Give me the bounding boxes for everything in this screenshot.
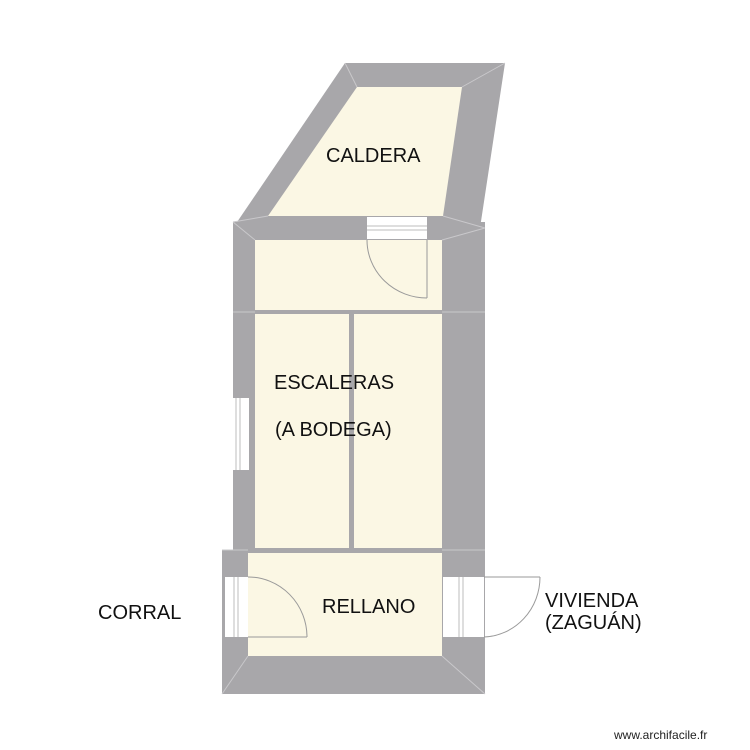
watermark: www.archifacile.fr bbox=[614, 728, 708, 742]
room-label-rellano: RELLANO bbox=[322, 596, 416, 618]
outside-label-corral: CORRAL bbox=[98, 602, 182, 624]
room-label-escaleras: ESCALERAS bbox=[274, 372, 395, 394]
stairs-left-floor bbox=[255, 314, 349, 548]
door-caldera bbox=[366, 217, 428, 299]
rellano-floor bbox=[248, 553, 442, 656]
caldera-floor bbox=[268, 87, 462, 216]
partitions bbox=[248, 310, 442, 553]
room-label-caldera: CALDERA bbox=[326, 145, 421, 167]
floors bbox=[248, 87, 462, 656]
landing-upper-floor bbox=[255, 240, 442, 310]
door-vivienda bbox=[443, 576, 541, 638]
window-stairs bbox=[228, 398, 249, 470]
outside-label-vivienda: VIVIENDA bbox=[545, 590, 639, 612]
room-label-escaleras-subtitle: (A BODEGA) bbox=[275, 419, 392, 441]
stairs-right-floor bbox=[354, 314, 442, 548]
door-corral bbox=[225, 576, 308, 638]
outside-label-zaguan: (ZAGUÁN) bbox=[545, 612, 642, 634]
wall-bevels bbox=[221, 62, 506, 695]
